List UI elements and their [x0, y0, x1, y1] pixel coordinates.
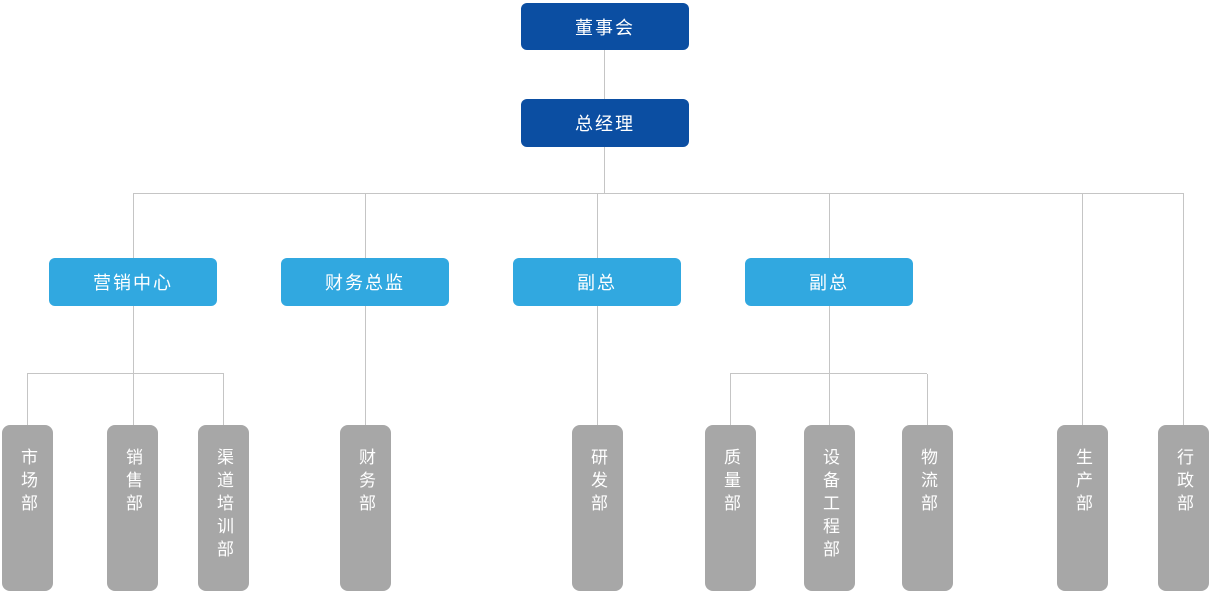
org-node-vice-gm-2: 副总: [745, 258, 913, 306]
connector-vp2-trunk: [829, 306, 830, 425]
connector-drop-marketing-center: [133, 194, 134, 258]
org-node-label: 总经理: [575, 114, 635, 134]
dept-node-admin: 行政部: [1158, 425, 1209, 591]
org-node-vice-gm-1: 副总: [513, 258, 681, 306]
connector-gm-trunk: [604, 147, 605, 193]
dept-label: 物流部: [918, 448, 937, 517]
org-node-label: 董事会: [575, 17, 635, 38]
org-node-label: 副总: [577, 273, 617, 293]
connector-drop-finance-dept: [365, 306, 366, 425]
dept-node-finance: 财务部: [340, 425, 391, 591]
connector-marketing-trunk: [133, 306, 134, 425]
dept-label: 生产部: [1073, 448, 1092, 517]
connector-drop-rnd-dept: [597, 306, 598, 425]
dept-label: 市场部: [18, 448, 37, 517]
dept-node-market: 市场部: [2, 425, 53, 591]
org-node-board: 董事会: [521, 3, 689, 50]
dept-node-channel-training: 渠道培训部: [198, 425, 249, 591]
dept-node-sales: 销售部: [107, 425, 158, 591]
connector-drop-admin: [1183, 194, 1184, 425]
connector-drop-production: [1082, 194, 1083, 425]
dept-label: 行政部: [1174, 448, 1193, 517]
dept-node-quality: 质量部: [705, 425, 756, 591]
connector-drop-logistics-dept: [927, 374, 928, 425]
org-node-marketing-center: 营销中心: [49, 258, 217, 306]
dept-label: 质量部: [721, 448, 740, 517]
connector-marketing-horizontal: [27, 373, 224, 374]
connector-drop-market-dept: [27, 374, 28, 425]
connector-board-to-gm: [604, 50, 605, 99]
connector-drop-quality-dept: [730, 374, 731, 425]
dept-label: 设备工程部: [820, 448, 839, 563]
connector-drop-channel-training-dept: [223, 374, 224, 425]
dept-label: 销售部: [123, 448, 142, 517]
dept-node-logistics: 物流部: [902, 425, 953, 591]
org-node-label: 财务总监: [325, 273, 405, 293]
connector-main-horizontal: [133, 193, 1184, 194]
connector-drop-finance-director: [365, 194, 366, 258]
org-node-finance-director: 财务总监: [281, 258, 449, 306]
org-node-general-manager: 总经理: [521, 99, 689, 147]
dept-node-equipment-engineering: 设备工程部: [804, 425, 855, 591]
connector-drop-vice-gm-2: [829, 194, 830, 258]
dept-label: 财务部: [356, 448, 375, 517]
org-node-label: 副总: [809, 273, 849, 293]
connector-vp2-horizontal: [730, 373, 927, 374]
connector-drop-vice-gm-1: [597, 194, 598, 258]
dept-node-production: 生产部: [1057, 425, 1108, 591]
dept-node-rnd: 研发部: [572, 425, 623, 591]
org-node-label: 营销中心: [93, 273, 173, 293]
dept-label: 研发部: [588, 448, 607, 517]
dept-label: 渠道培训部: [214, 448, 233, 563]
